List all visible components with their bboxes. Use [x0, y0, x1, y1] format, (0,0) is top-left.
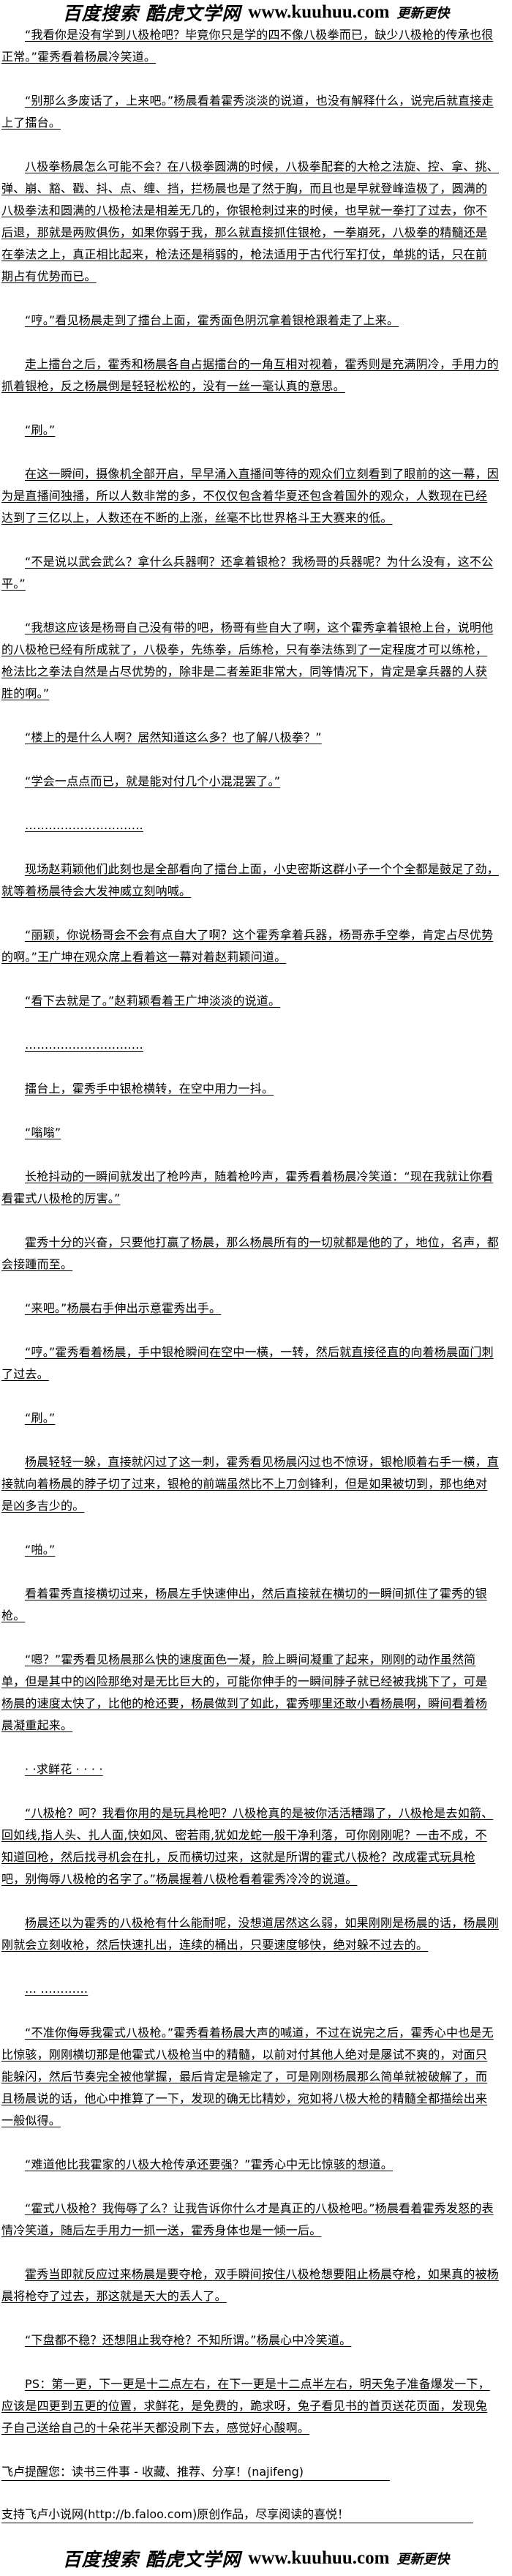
paragraph-text: 八极拳杨晨怎么可能不会？在八极拳圆满的时候，八极拳配套的大枪之法旋、控、拿、挑、… [1, 160, 500, 283]
paragraph: ………………………… [1, 815, 499, 836]
paragraph: “丽颖，你说杨哥会不会有点自大了啊？这个霍秀拿着兵器，杨哥赤手空拳，肯定占尽优势… [1, 924, 499, 968]
paragraph-text: “刷。” [25, 1411, 56, 1425]
paragraph: “刷。” [1, 1407, 499, 1429]
paragraph: “嗯？”霍秀看见杨晨那么快的速度面色一凝，脸上瞬间凝重了起来，刚刚的动作虽然简单… [1, 1649, 499, 1737]
paragraph-text: 霍秀当即就反应过来杨晨是要夺枪，双手瞬间按住八极枪想要阻止杨晨夺枪，如果真的被杨… [1, 2267, 500, 2303]
paragraph-text: “啪。” [25, 1543, 56, 1557]
paragraph: “楼上的是什么人啊？居然知道这么多？也了解八极拳？” [1, 727, 499, 749]
paragraph: “嗡嗡” [1, 1122, 499, 1144]
paragraph-text: “嗯？”霍秀看见杨晨那么快的速度面色一凝，脸上瞬间凝重了起来，刚刚的动作虽然简单… [1, 1652, 488, 1732]
paragraph-text: “我想这应该是杨哥自己没有带的吧，杨哥有些自大了啊，这个霍秀拿着银枪上台，说明他… [1, 621, 494, 700]
paragraph-text: “嗡嗡” [25, 1126, 61, 1139]
paragraph: “我想这应该是杨哥自己没有带的吧，杨哥有些自大了啊，这个霍秀拿着银枪上台，说明他… [1, 617, 499, 705]
paragraph: “哼。”霍秀看着杨晨，手中银枪瞬间在空中一横，一转，然后就直接径直的向着杨晨面门… [1, 1341, 499, 1385]
paragraph-text: “楼上的是什么人啊？居然知道这么多？也了解八极拳？” [25, 730, 322, 744]
paragraph: 走上擂台之后，霍秀和杨晨各自占据擂台的一角互相对视着，霍秀则是充满阴冷，手用力的… [1, 353, 499, 397]
paragraph: 现场赵莉颖他们此刻也是全部看向了擂台上面，小史密斯这群小子一个个全都是鼓足了劲，… [1, 858, 499, 902]
paragraph-text: 杨晨轻轻一躲，直接就闪过了这一刺，霍秀看见杨晨闪过也不惊讶，银枪顺着右手一横，直… [1, 1455, 500, 1513]
footer-reminder-text: 飞卢提醒您：读书三件事 - 收藏、推荐、分享！(najifeng) [1, 2464, 390, 2481]
site-logo-bottom: 百度搜索 酷虎文学网 www.kuuhuu.com 更新更快 [0, 2546, 512, 2570]
paragraph-text: 长枪抖动的一瞬间就发出了枪吟声，随着枪吟声，霍秀看着杨晨冷笑道：“现在我就让你看… [1, 1169, 494, 1205]
paragraph-text: “不是说以武会武么？拿什么兵器啊？还拿着银枪？我杨哥的兵器呢？为什么没有，这不公… [1, 555, 494, 591]
paragraph-text: 走上擂台之后，霍秀和杨晨各自占据擂台的一角互相对视着，霍秀则是充满阴冷，手用力的… [1, 357, 500, 393]
paragraph: PS：第一更，下一更是十二点左右，在下一更是十二点半左右，明天兔子准备爆发一下，… [1, 2373, 499, 2439]
paragraph: · ·求鲜花 · · · · [1, 1759, 499, 1781]
paragraph-text: “我看你是没有学到八极枪吧？毕竟你只是学的四不像八极拳而已，缺少八极枪的传承也很… [1, 28, 494, 64]
paragraph: “八极枪？呵？我看你用的是玩具枪吧？八极枪真的是被你活活糟蹋了，八极枪是去如箭、… [1, 1802, 499, 1890]
paragraph: 看着霍秀直接横切过来，杨晨左手快速伸出，然后直接就在横切的一瞬间抓住了霍秀的银枪… [1, 1583, 499, 1627]
paragraph-text: 看着霍秀直接横切过来，杨晨左手快速伸出，然后直接就在横切的一瞬间抓住了霍秀的银枪… [1, 1587, 487, 1622]
paragraph: “啪。” [1, 1539, 499, 1561]
paragraph: 杨晨轻轻一躲，直接就闪过了这一刺，霍秀看见杨晨闪过也不惊讶，银枪顺着右手一横，直… [1, 1451, 499, 1517]
paragraph-text: “哼。”霍秀看着杨晨，手中银枪瞬间在空中一横，一转，然后就直接径直的向着杨晨面门… [1, 1345, 494, 1381]
footer-reminder: 飞卢提醒您：读书三件事 - 收藏、推荐、分享！(najifeng) [1, 2461, 499, 2483]
paragraph: 杨晨还以为霍秀的八极枪有什么能耐呢，没想道居然这么弱，如果刚刚是杨晨的话，杨晨刚… [1, 1912, 499, 1956]
paragraph-text: 霍秀十分的兴奋，只要他打赢了杨晨，那么杨晨所有的一切就都是他的了，地位，名声，都… [1, 1235, 500, 1271]
logo-url: www.kuuhuu.com [248, 2547, 390, 2568]
paragraph: “别那么多废话了，上来吧。”杨晨看着霍秀淡淡的说道，也没有解释什么，说完后就直接… [1, 90, 499, 134]
paragraph-text: “学会一点点而已，就是能对付几个小混混罢了。” [25, 774, 281, 788]
paragraph-text: “别那么多废话了，上来吧。”杨晨看着霍秀淡淡的说道，也没有解释什么，说完后就直接… [1, 94, 494, 130]
paragraph: “看下去就是了。”赵莉颖看着王广坤淡淡的说道。 [1, 990, 499, 1012]
paragraph: “学会一点点而已，就是能对付几个小混混罢了。” [1, 771, 499, 793]
paragraph: 八极拳杨晨怎么可能不会？在八极拳圆满的时候，八极拳配套的大枪之法旋、控、拿、挑、… [1, 156, 499, 288]
logo-tagline: 更新更快 [396, 5, 450, 21]
paragraph-text: “难道他比我霍家的八极大枪传承还要强？”霍秀心中无比惊骇的想道。 [25, 2157, 393, 2171]
paragraph: “难道他比我霍家的八极大枪传承还要强？”霍秀心中无比惊骇的想道。 [1, 2154, 499, 2176]
paragraph: “霍式八极枪？我侮辱了么？让我告诉你什么才是真正的八极枪吧。”杨晨看着霍秀发怒的… [1, 2198, 499, 2242]
footer-support-link[interactable]: 支持飞卢小说网(http://b.faloo.com)原创作品，尽享阅读的喜悦！ [1, 2506, 473, 2523]
site-logo-top: 百度搜索 酷虎文学网 www.kuuhuu.com 更新更快 [0, 0, 512, 24]
paragraph: 霍秀十分的兴奋，只要他打赢了杨晨，那么杨晨所有的一切就都是他的了，地位，名声，都… [1, 1232, 499, 1276]
paragraph-text: ………………………… [25, 818, 143, 832]
paragraph-text: “刷。” [25, 423, 56, 437]
paragraph: ………………………… [1, 1034, 499, 1056]
paragraph-text: 杨晨还以为霍秀的八极枪有什么能耐呢，没想道居然这么弱，如果刚刚是杨晨的话，杨晨刚… [1, 1916, 500, 1952]
paragraph: 擂台上，霍秀手中银枪横转，在空中用力一抖。 [1, 1078, 499, 1100]
logo-url: www.kuuhuu.com [248, 1, 390, 22]
paragraph-text: ………………………… [25, 1038, 143, 1052]
paragraph-text: 现场赵莉颖他们此刻也是全部看向了擂台上面，小史密斯这群小子一个个全都是鼓足了劲，… [1, 862, 500, 898]
paragraph-text: 擂台上，霍秀手中银枪横转，在空中用力一抖。 [25, 1082, 274, 1096]
paragraph: “来吧。”杨晨右手伸出示意霍秀出手。 [1, 1298, 499, 1319]
chapter-content: “我看你是没有学到八极枪吧？毕竟你只是学的四不像八极拳而已，缺少八极枪的传承也很… [0, 24, 512, 2439]
paragraph: “不是说以武会武么？拿什么兵器啊？还拿着银枪？我杨哥的兵器呢？为什么没有，这不公… [1, 551, 499, 595]
footer-support: 支持飞卢小说网(http://b.faloo.com)原创作品，尽享阅读的喜悦！ [1, 2504, 499, 2526]
paragraph-text: “不准你侮辱我霍式八极枪。”霍秀看着杨晨大声的喊道，不过在说完之后，霍秀心中也是… [1, 2026, 494, 2127]
paragraph-text: “八极枪？呵？我看你用的是玩具枪吧？八极枪真的是被你活活糟蹋了，八极枪是去如箭、… [1, 1806, 494, 1886]
paragraph-text: PS：第一更，下一更是十二点左右，在下一更是十二点半左右，明天兔子准备爆发一下，… [1, 2377, 490, 2435]
paragraph-text: “霍式八极枪？我侮辱了么？让我告诉你什么才是真正的八极枪吧。”杨晨看着霍秀发怒的… [1, 2201, 494, 2237]
paragraph-text: “来吧。”杨晨右手伸出示意霍秀出手。 [25, 1301, 222, 1315]
paragraph-text: “丽颖，你说杨哥会不会有点自大了啊？这个霍秀拿着兵器，杨哥赤手空拳，肯定占尽优势… [1, 928, 494, 964]
paragraph: “下盘都不稳？还想阻止我夺枪？不知所谓。”杨晨心中冷笑道。 [1, 2329, 499, 2351]
paragraph-text: “看下去就是了。”赵莉颖看着王广坤淡淡的说道。 [25, 994, 281, 1008]
paragraph: 在这一瞬间，摄像机全部开启，早早涌入直播间等待的观众们立刻看到了眼前的这一幕，因… [1, 463, 499, 529]
logo-site-name: 百度搜索 酷虎文学网 [62, 2548, 241, 2570]
paragraph: “哼。”看见杨晨走到了擂台上面，霍秀面色阴沉拿着银枪跟着走了上来。 [1, 310, 499, 332]
paragraph: … ………… [1, 1978, 499, 2000]
paragraph-text: “哼。”看见杨晨走到了擂台上面，霍秀面色阴沉拿着银枪跟着走了上来。 [25, 313, 399, 327]
paragraph-text: · ·求鲜花 · · · · [25, 1762, 103, 1776]
paragraph-text: … ………… [25, 1982, 89, 1996]
paragraph-text: “下盘都不稳？还想阻止我夺枪？不知所谓。”杨晨心中冷笑道。 [25, 2333, 352, 2347]
logo-tagline: 更新更快 [396, 2551, 450, 2567]
paragraph: “我看你是没有学到八极枪吧？毕竟你只是学的四不像八极拳而已，缺少八极枪的传承也很… [1, 24, 499, 68]
paragraph: 霍秀当即就反应过来杨晨是要夺枪，双手瞬间按住八极枪想要阻止杨晨夺枪，如果真的被杨… [1, 2264, 499, 2307]
logo-site-name: 百度搜索 酷虎文学网 [62, 2, 241, 24]
paragraph: “不准你侮辱我霍式八极枪。”霍秀看着杨晨大声的喊道，不过在说完之后，霍秀心中也是… [1, 2022, 499, 2132]
paragraph-text: 在这一瞬间，摄像机全部开启，早早涌入直播间等待的观众们立刻看到了眼前的这一幕，因… [1, 467, 500, 525]
paragraph: 长枪抖动的一瞬间就发出了枪吟声，随着枪吟声，霍秀看着杨晨冷笑道：“现在我就让你看… [1, 1166, 499, 1210]
paragraph: “刷。” [1, 419, 499, 441]
chapter-footer: 飞卢提醒您：读书三件事 - 收藏、推荐、分享！(najifeng) 支持飞卢小说… [0, 2461, 512, 2526]
